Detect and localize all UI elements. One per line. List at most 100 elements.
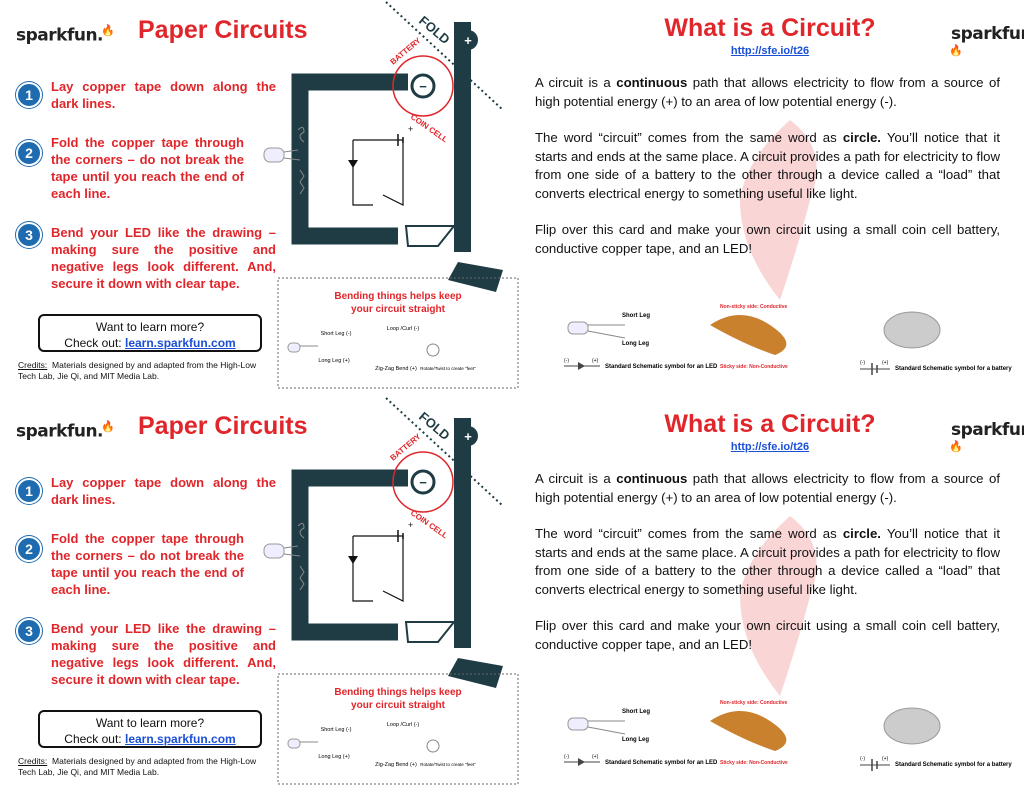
credits-label: Credits:: [18, 360, 48, 370]
credits-label: Credits:: [18, 756, 48, 766]
schematic-wires: [352, 139, 404, 206]
card-top: sparkfun.🔥 Paper Circuits 1 Lay copper t…: [0, 0, 1024, 395]
url-link[interactable]: http://sfe.io/t26: [730, 45, 810, 57]
fold-line: [385, 397, 504, 507]
long-leg-label: Long Leg (+): [318, 754, 350, 760]
learn-link[interactable]: learn.sparkfun.com: [125, 732, 236, 746]
zigzag-label: Zig-Zag Bend (+): [375, 762, 417, 768]
battery-outline: [392, 451, 454, 513]
bat-plus: (+): [882, 756, 889, 762]
fold-triangle: [404, 621, 457, 643]
nonsticky-label: Non-sticky side: Conductive: [720, 304, 787, 310]
led-schematic-label: Standard Schematic symbol for an LED: [605, 364, 718, 370]
p1-b: path that allows electricity to flow fro…: [535, 471, 1000, 505]
led-small-icon: [287, 738, 301, 749]
p1-bold: continuous: [616, 75, 688, 90]
step-text: Bend your LED like the drawing – making …: [51, 225, 276, 291]
copper-tape-icon: [710, 711, 787, 751]
led-long-label: Long Leg: [622, 341, 649, 347]
p1-bold: continuous: [616, 471, 688, 486]
short-leg-label: Short Leg (-): [321, 331, 352, 337]
minus-sign: −: [419, 475, 427, 490]
led-icon-legs: [587, 720, 626, 735]
battery-schematic-label: Standard Schematic symbol for a battery: [895, 762, 1012, 768]
p1-a: A circuit is a: [535, 471, 617, 486]
led-loop: [297, 126, 305, 143]
tape-right: [454, 418, 471, 648]
tape-end: [448, 262, 503, 292]
schematic-wires: [352, 535, 404, 602]
step-text: Fold the copper tape through the corners…: [51, 135, 244, 201]
led-zigzag: [299, 169, 305, 195]
steps-list: 1 Lay copper tape down along the dark li…: [14, 474, 276, 688]
sparkfun-logo: sparkfun.🔥: [16, 420, 115, 442]
step-3: 3 Bend your LED like the drawing – makin…: [14, 222, 276, 292]
learn-more-text: Want to learn more?: [95, 320, 205, 334]
bat-minus: (-): [860, 756, 865, 762]
p2-bold: circle.: [842, 130, 881, 145]
battery-plus-terminal: [458, 426, 478, 446]
tape-right: [454, 22, 471, 252]
minus-sign: −: [419, 79, 427, 94]
step-2: 2 Fold the copper tape through the corne…: [14, 134, 244, 202]
p1-a: A circuit is a: [535, 75, 617, 90]
plus-sign: +: [464, 33, 472, 48]
page-title: Paper Circuits: [138, 412, 308, 440]
p3: Flip over this card and make your own ci…: [535, 222, 1000, 256]
circuit-template-diagram: FOLD − + BATTERY COIN CELL + Bending thi…: [263, 397, 519, 785]
led-short-label: Short Leg: [622, 313, 650, 319]
led-schematic-label: Standard Schematic symbol for an LED: [605, 760, 718, 766]
coin-cell-icon: [883, 707, 941, 745]
credits: Credits: Materials designed by and adapt…: [18, 360, 268, 382]
check-out-text: Check out:: [64, 732, 122, 746]
coin-cell-icon: [883, 311, 941, 349]
sticky-label: Sticky side: Non-Conductive: [720, 760, 788, 766]
circuit-title: What is a Circuit?: [664, 410, 876, 438]
zigzag-label: Zig-Zag Bend (+): [375, 366, 417, 372]
component-illustrations: Short Leg Long Leg (-) (+) Standard Sche…: [564, 304, 1012, 375]
credits-text: Materials designed by and adapted from t…: [18, 360, 257, 381]
led-loop: [297, 522, 305, 539]
schematic-plus: +: [408, 124, 413, 134]
led-schematic-symbol: [578, 362, 585, 370]
step-number: 2: [16, 140, 42, 166]
schematic-led: [348, 160, 358, 168]
p2-bold: circle.: [842, 526, 881, 541]
step-text: Bend your LED like the drawing – making …: [51, 621, 276, 687]
page-title: Paper Circuits: [138, 16, 308, 44]
schematic-plus: +: [408, 520, 413, 530]
rotate-twist-label: Rotate/Twist to create "feet": [420, 762, 476, 767]
led-legs: [283, 149, 301, 161]
schematic-led: [348, 556, 358, 564]
step-number: 1: [16, 478, 42, 504]
bending-box: [277, 673, 519, 785]
step-number: 2: [16, 536, 42, 562]
p1-b: path that allows electricity to flow fro…: [535, 75, 1000, 109]
led-icon-legs: [587, 324, 626, 339]
learn-link[interactable]: learn.sparkfun.com: [125, 336, 236, 350]
led-minus: (-): [564, 358, 569, 364]
check-out-text: Check out:: [64, 336, 122, 350]
url-line: http://sfe.io/t26: [630, 441, 910, 453]
circuit-template-diagram: FOLD − + BATTERY COIN CELL + Bending thi…: [263, 1, 519, 389]
copper-tape-icon: [710, 315, 787, 355]
fold-triangle: [404, 225, 457, 247]
learn-more-box: Want to learn more? Check out: learn.spa…: [38, 314, 262, 352]
battery-outline: [392, 55, 454, 117]
component-illustrations: Short Leg Long Leg (-) (+) Standard Sche…: [564, 700, 1012, 771]
led-short-label: Short Leg: [622, 709, 650, 715]
step-text: Fold the copper tape through the corners…: [51, 531, 244, 597]
url-link[interactable]: http://sfe.io/t26: [730, 441, 810, 453]
step-number: 1: [16, 82, 42, 108]
short-leg-label: Short Leg (-): [321, 727, 352, 733]
flame-watermark: [740, 120, 817, 300]
sparkfun-logo-right: sparkfun.🔥: [949, 24, 1024, 57]
led-zigzag: [299, 565, 305, 591]
bat-minus: (-): [860, 360, 865, 366]
bending-box: [277, 277, 519, 389]
circuit-explanation: A circuit is a continuous path that allo…: [535, 470, 1000, 672]
long-leg-label: Long Leg (+): [318, 358, 350, 364]
bending-title-2: your circuit straight: [351, 304, 446, 315]
step-text: Lay copper tape down along the dark line…: [51, 475, 276, 507]
led-bulb: [263, 147, 285, 163]
